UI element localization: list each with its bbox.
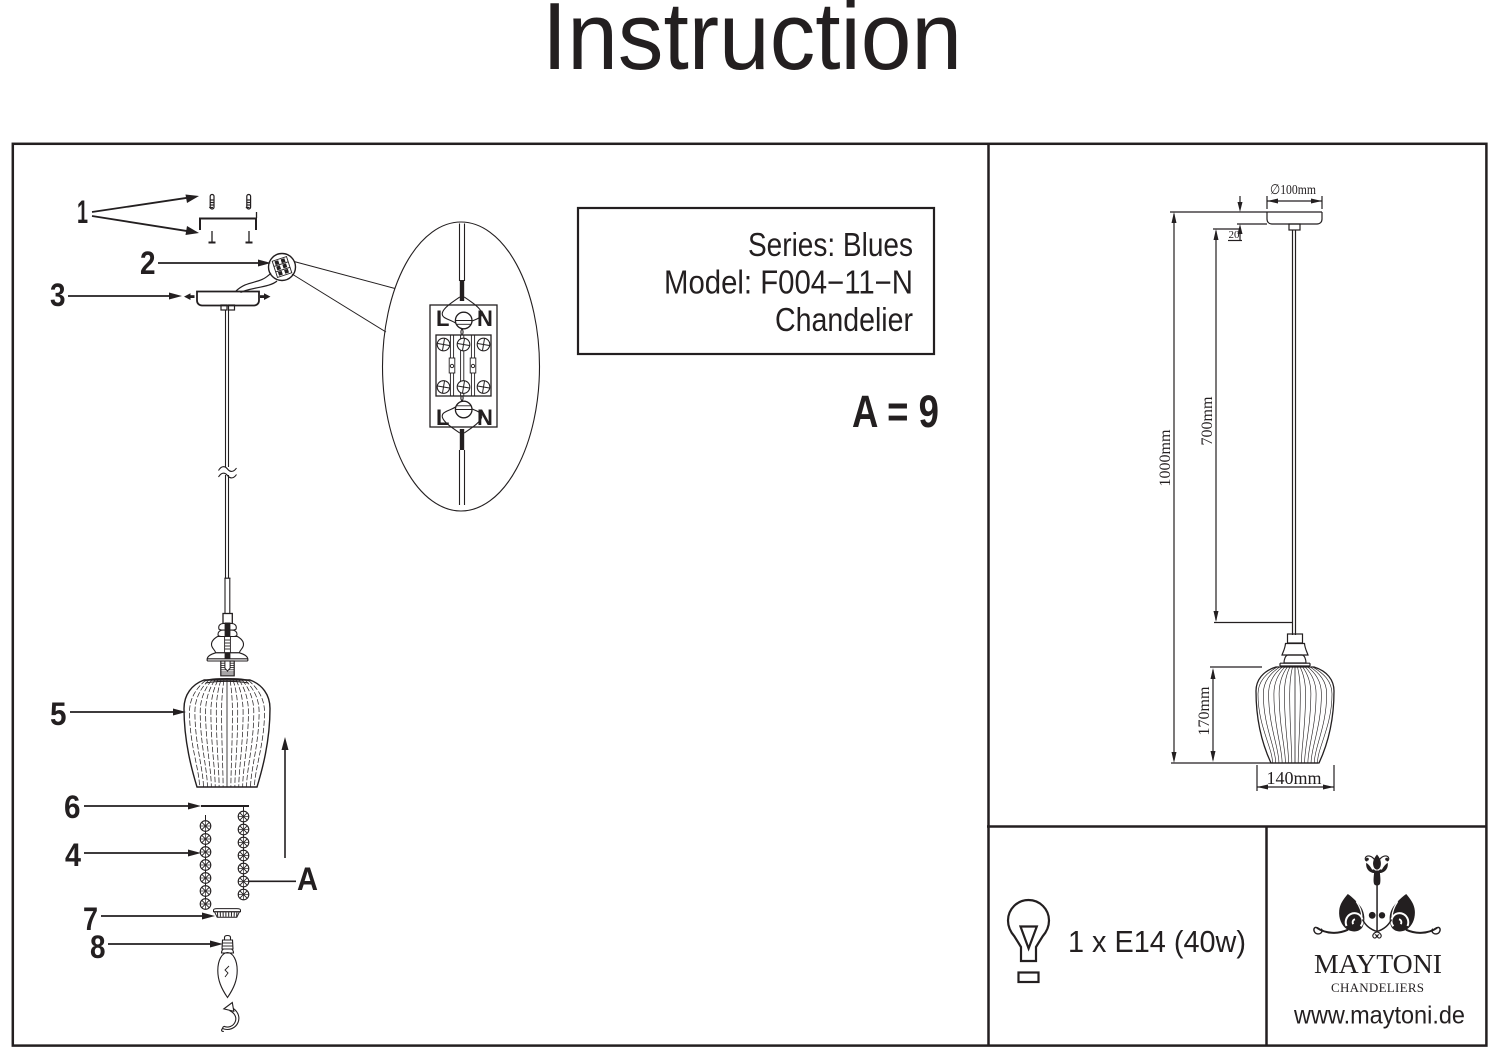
svg-text:Chandelier: Chandelier xyxy=(775,301,913,338)
svg-text:1 x E14 (40w): 1 x E14 (40w) xyxy=(1068,924,1246,959)
svg-text:CHANDELIERS: CHANDELIERS xyxy=(1331,980,1424,995)
svg-text:6: 6 xyxy=(64,789,81,825)
svg-text:4: 4 xyxy=(65,837,81,873)
svg-text:7: 7 xyxy=(83,901,98,937)
svg-text:∅100mm: ∅100mm xyxy=(1270,183,1316,198)
svg-text:Series: Blues: Series: Blues xyxy=(748,226,913,263)
svg-text:Instruction: Instruction xyxy=(542,0,962,90)
svg-text:L: L xyxy=(436,306,449,331)
svg-text:170mm: 170mm xyxy=(1196,686,1213,735)
svg-text:8: 8 xyxy=(90,929,106,965)
svg-text:20: 20 xyxy=(1229,229,1241,241)
svg-text:Model: F004−11−N: Model: F004−11−N xyxy=(664,264,913,301)
svg-text:3: 3 xyxy=(50,277,66,313)
svg-text:A: A xyxy=(297,861,318,897)
svg-text:700mm: 700mm xyxy=(1199,396,1216,445)
svg-text:2: 2 xyxy=(140,245,156,281)
svg-text:A = 9: A = 9 xyxy=(852,386,939,437)
svg-text:1: 1 xyxy=(77,194,88,230)
svg-text:1000mm: 1000mm xyxy=(1157,429,1174,486)
svg-text:N: N xyxy=(477,306,493,331)
svg-text:MAYTONI: MAYTONI xyxy=(1314,949,1442,979)
svg-text:www.maytoni.de: www.maytoni.de xyxy=(1293,1002,1465,1030)
svg-text:5: 5 xyxy=(50,696,67,732)
svg-text:N: N xyxy=(477,405,493,430)
svg-text:140mm: 140mm xyxy=(1266,768,1321,788)
